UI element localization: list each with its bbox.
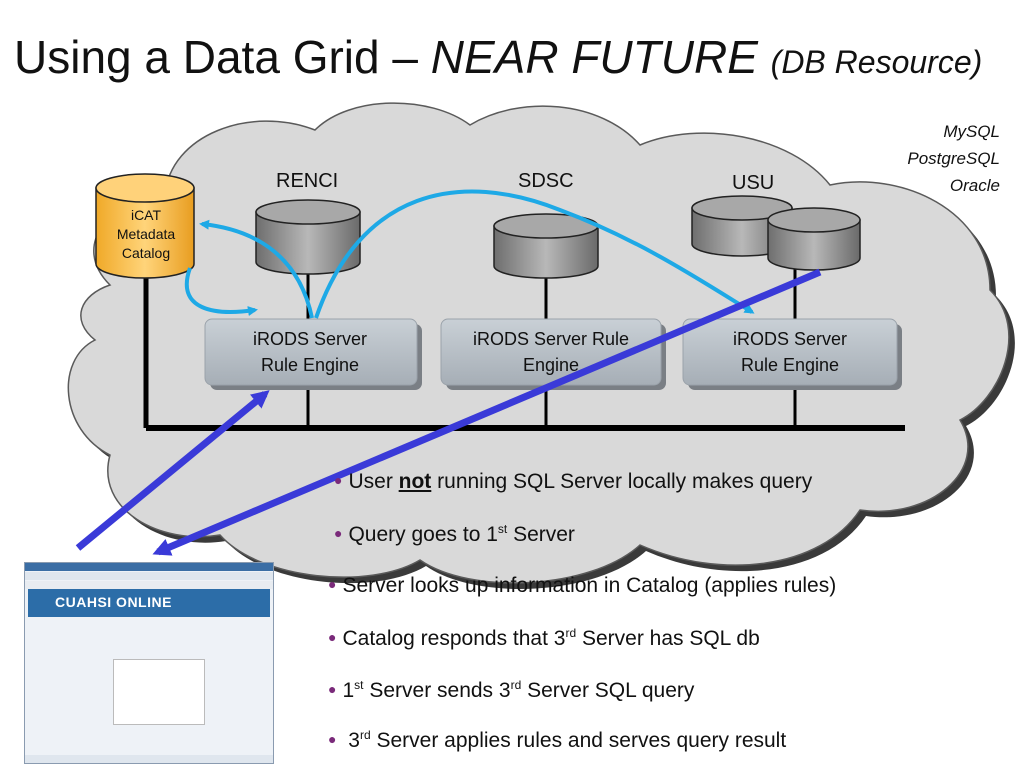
- bullet-icon: ●: [334, 472, 343, 488]
- icat-label-line-1: iCAT: [130, 207, 162, 223]
- arrow-user-to-server: [75, 390, 270, 551]
- server-sdsc-line-1: iRODS Server Rule: [472, 329, 630, 349]
- thumb-statusbar: [25, 755, 273, 763]
- server-box-renci: [204, 318, 422, 390]
- browser-screenshot-thumbnail: CUAHSI ONLINE: [24, 562, 274, 764]
- usu-db-cylinder-back: [691, 195, 793, 257]
- server-usu-line-1: iRODS Server: [732, 329, 848, 349]
- step-item: ●Catalog responds that 3rd Server has SQ…: [328, 626, 760, 650]
- site-label-sdsc: SDSC: [518, 170, 574, 192]
- server-box-usu: [682, 318, 902, 390]
- bullet-icon: ●: [328, 681, 337, 697]
- thumb-toolbar: [25, 581, 273, 589]
- thumb-signin-form: [113, 659, 205, 725]
- arrow-server-to-icat: [199, 219, 314, 319]
- db-type-postgresql: PostgreSQL: [907, 149, 1000, 168]
- db-type-mysql: MySQL: [943, 122, 1000, 141]
- network-bus: [143, 268, 905, 431]
- usu-db-cylinder-front: [767, 207, 861, 271]
- thumb-logo: CUAHSI ONLINE: [55, 594, 172, 610]
- title-main: Using a Data Grid –: [14, 31, 431, 83]
- thumb-addressbar: [25, 572, 273, 580]
- server-box-sdsc: [440, 318, 666, 390]
- server-usu-line-2: Rule Engine: [740, 355, 840, 375]
- icat-label-line-2: Metadata: [116, 226, 176, 242]
- db-type-oracle: Oracle: [949, 176, 1000, 195]
- title-emphasis: NEAR FUTURE: [430, 31, 758, 83]
- icat-cylinder: [95, 173, 195, 279]
- site-label-renci: RENCI: [276, 170, 339, 192]
- step-item: ● 3rd Server applies rules and serves qu…: [328, 728, 787, 752]
- thumb-banner: [28, 589, 270, 617]
- site-label-usu: USU: [732, 172, 775, 194]
- title-subtitle: (DB Resource): [770, 44, 983, 80]
- sdsc-db-cylinder: [493, 213, 599, 279]
- step-item: ●User not running SQL Server locally mak…: [334, 470, 813, 493]
- icat-label: iCAT Metadata Catalog: [104, 206, 188, 263]
- server-sdsc-line-2: Engine: [522, 355, 580, 375]
- bullet-icon: ●: [328, 576, 337, 592]
- arrow-renci-to-usu: [314, 189, 755, 319]
- db-type-list: MySQL PostgreSQL Oracle: [907, 118, 1000, 199]
- arrow-icat-to-server: [184, 267, 258, 316]
- step-item: ●Query goes to 1st Server: [334, 522, 575, 546]
- step-item: ●Server looks up information in Catalog …: [328, 574, 837, 597]
- thumb-titlebar: [25, 563, 273, 571]
- bullet-icon: ●: [328, 629, 337, 645]
- server-renci-line-1: iRODS Server: [252, 329, 368, 349]
- arrow-usu-to-user: [152, 268, 822, 556]
- bullet-icon: ●: [328, 731, 337, 747]
- icat-label-line-3: Catalog: [121, 245, 171, 261]
- cyan-flow-arrows: [184, 189, 755, 319]
- step-item: ●1st Server sends 3rd Server SQL query: [328, 678, 695, 702]
- server-renci-line-2: Rule Engine: [260, 355, 360, 375]
- blue-query-arrows: [75, 268, 822, 556]
- page-title: Using a Data Grid – NEAR FUTURE (DB Reso…: [14, 30, 982, 84]
- bullet-icon: ●: [334, 525, 343, 541]
